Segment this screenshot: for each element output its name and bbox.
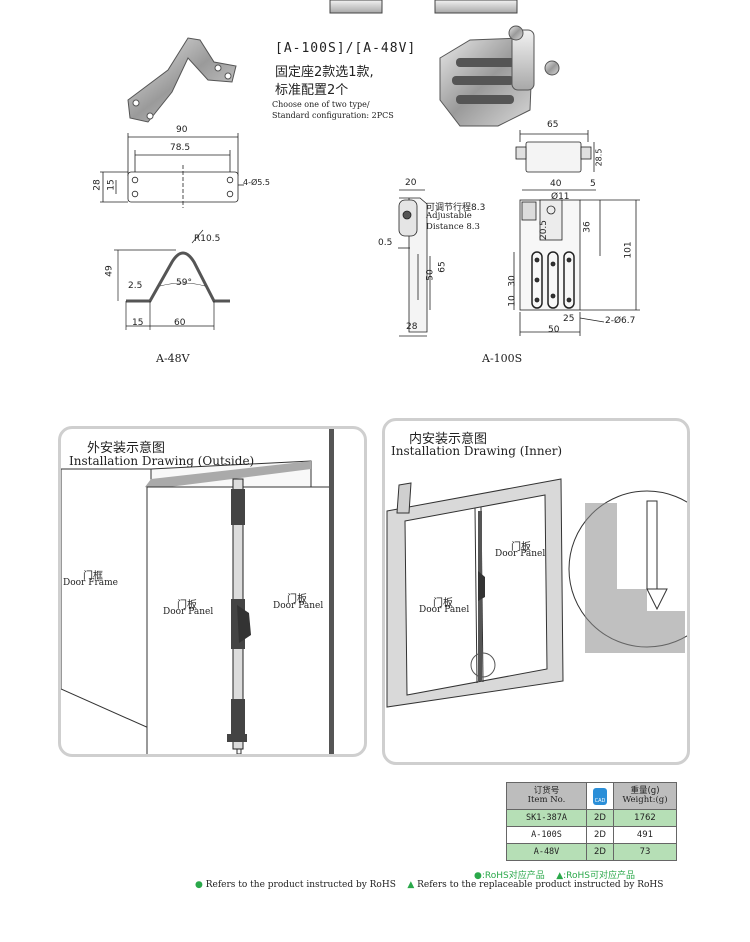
legend-rohs-en-text: Refers to the product instructed by RoHS bbox=[205, 880, 396, 890]
row-weight: 73 bbox=[613, 843, 677, 861]
table-row: SK1-387A 2D 1762 bbox=[506, 809, 677, 827]
cad-icon-label: CAD bbox=[594, 797, 606, 804]
a48v-top-view bbox=[100, 133, 244, 208]
green-dot-icon: ● bbox=[195, 880, 203, 890]
dim-28-5: 28.5 bbox=[594, 148, 604, 167]
top-crop-parts bbox=[329, 0, 518, 14]
dim-30: 30 bbox=[507, 275, 518, 287]
header-weight: 重量(g) Weight:(g) bbox=[613, 782, 677, 810]
inner-panel-left-cn: 门板 bbox=[433, 598, 453, 609]
panel-right-en: Door Panel bbox=[273, 601, 324, 611]
dim-50: 50 bbox=[425, 269, 436, 281]
dim-50b: 50 bbox=[548, 325, 560, 335]
caption-a48v: A-48V bbox=[156, 352, 190, 365]
a100s-front-view bbox=[513, 189, 640, 336]
dim-65b: 65 bbox=[437, 261, 448, 273]
table-row: A-48V 2D 73 bbox=[506, 843, 677, 861]
cad-icon: CAD bbox=[593, 787, 607, 805]
a48v-bracket-photo bbox=[127, 37, 237, 123]
inner-panel-left-en: Door Panel bbox=[419, 605, 470, 615]
en-line-2: Standard configuration: 2PCS bbox=[272, 111, 394, 120]
dim-49: 49 bbox=[104, 265, 115, 277]
dim-10: 10 bbox=[507, 295, 518, 307]
row-item: SK1-387A bbox=[506, 809, 587, 827]
dim-holes-48v: 4-Ø5.5 bbox=[243, 178, 270, 187]
dim-28: 28 bbox=[92, 179, 103, 191]
dim-65: 65 bbox=[547, 120, 559, 130]
header-weight-cn: 重量(g) bbox=[630, 786, 660, 796]
dim-r10-5: R10.5 bbox=[194, 234, 221, 244]
legend-rohs-cn-text: ●:RoHS对应产品 bbox=[474, 871, 545, 881]
header-item-cn: 订货号 bbox=[533, 786, 560, 796]
a100s-hinge-photo bbox=[439, 25, 560, 127]
panel-left-cn: 门板 bbox=[177, 600, 197, 611]
header-item: 订货号 Item No. bbox=[506, 782, 587, 810]
row-item: A-100S bbox=[506, 826, 587, 844]
adjust-en-2: Distance 8.3 bbox=[426, 222, 480, 232]
dim-holes-100s: 2-Ø6.7 bbox=[605, 316, 636, 326]
dim-101: 101 bbox=[623, 241, 634, 259]
outside-door-illustration bbox=[61, 429, 334, 754]
outside-install-panel: 外安装示意图 Installation Drawing (Outside) 门框… bbox=[58, 426, 367, 757]
row-cad[interactable]: 2D bbox=[586, 843, 614, 861]
header-cad: CAD bbox=[586, 782, 614, 810]
inner-panel-right-cn: 门板 bbox=[511, 542, 531, 553]
dim-20: 20 bbox=[405, 178, 417, 188]
dim-0-5: 0.5 bbox=[378, 238, 393, 248]
a48v-side-view bbox=[114, 229, 230, 330]
inner-install-panel: 内安装示意图 Installation Drawing (Inner) 门板 D… bbox=[382, 418, 690, 765]
inner-panel-right-en: Door Panel bbox=[495, 549, 546, 559]
header-weight-en: Weight:(g) bbox=[622, 795, 668, 805]
legend-rohs-cn: ●:RoHS对应产品 ▲:RoHS可对应产品 bbox=[474, 868, 635, 881]
dim-angle: 59° bbox=[176, 278, 192, 288]
dim-15: 15 bbox=[106, 179, 117, 191]
spec-table: 订货号 Item No. CAD 重量(g) Weight:(g) SK1-38… bbox=[506, 782, 677, 861]
a100s-top-view bbox=[515, 130, 595, 173]
outside-title-en: Installation Drawing (Outside) bbox=[69, 454, 255, 468]
inner-title-cn: 内安装示意图 bbox=[409, 432, 488, 447]
dim-15b: 15 bbox=[132, 318, 144, 328]
dim-5: 5 bbox=[590, 179, 596, 189]
cn-line-1: 固定座2款选1款, bbox=[275, 65, 374, 80]
legend-rohs-alt-cn-text: ▲:RoHS可对应产品 bbox=[556, 871, 635, 881]
adjust-en-1: Adjustable bbox=[426, 211, 472, 221]
door-frame-en: Door Frame bbox=[63, 578, 118, 588]
dim-36: 36 bbox=[582, 221, 593, 233]
a100s-side-view bbox=[398, 189, 431, 337]
panel-left-en: Door Panel bbox=[163, 607, 214, 617]
dim-25: 25 bbox=[563, 314, 575, 324]
door-frame-cn: 门框 bbox=[83, 571, 103, 582]
dim-40: 40 bbox=[550, 179, 562, 189]
outside-title-cn: 外安装示意图 bbox=[87, 441, 166, 456]
inner-title-en: Installation Drawing (Inner) bbox=[391, 444, 563, 458]
table-row: A-100S 2D 491 bbox=[506, 826, 677, 844]
dim-phi-11: Ø11 bbox=[551, 192, 570, 202]
dim-20-5: 20.5 bbox=[539, 219, 550, 241]
dim-60: 60 bbox=[174, 318, 186, 328]
caption-a100s: A-100S bbox=[482, 352, 523, 365]
row-item: A-48V bbox=[506, 843, 587, 861]
green-triangle-icon: ▲ bbox=[407, 880, 415, 890]
panel-right-cn: 门板 bbox=[287, 594, 307, 605]
legend-rohs-en: ● Refers to the product instructed by Ro… bbox=[195, 880, 663, 890]
dim-2-5: 2.5 bbox=[128, 281, 143, 291]
dim-90: 90 bbox=[176, 125, 188, 135]
row-cad[interactable]: 2D bbox=[586, 826, 614, 844]
technical-drawings bbox=[100, 0, 640, 337]
dim-78-5: 78.5 bbox=[170, 143, 191, 153]
bracket-title: [A-100S]/[A-48V] bbox=[275, 41, 417, 56]
adjust-cn: 可调节行程8.3 bbox=[426, 203, 486, 213]
inner-door-illustration bbox=[386, 478, 687, 708]
dim-28b: 28 bbox=[406, 322, 418, 332]
row-weight: 1762 bbox=[613, 809, 677, 827]
en-line-1: Choose one of two type/ bbox=[272, 100, 370, 109]
row-cad[interactable]: 2D bbox=[586, 809, 614, 827]
header-item-en: Item No. bbox=[527, 795, 566, 805]
legend-rohs-alt-en-text: Refers to the replaceable product instru… bbox=[417, 880, 664, 890]
row-weight: 491 bbox=[613, 826, 677, 844]
cn-line-2: 标准配置2个 bbox=[275, 83, 349, 98]
